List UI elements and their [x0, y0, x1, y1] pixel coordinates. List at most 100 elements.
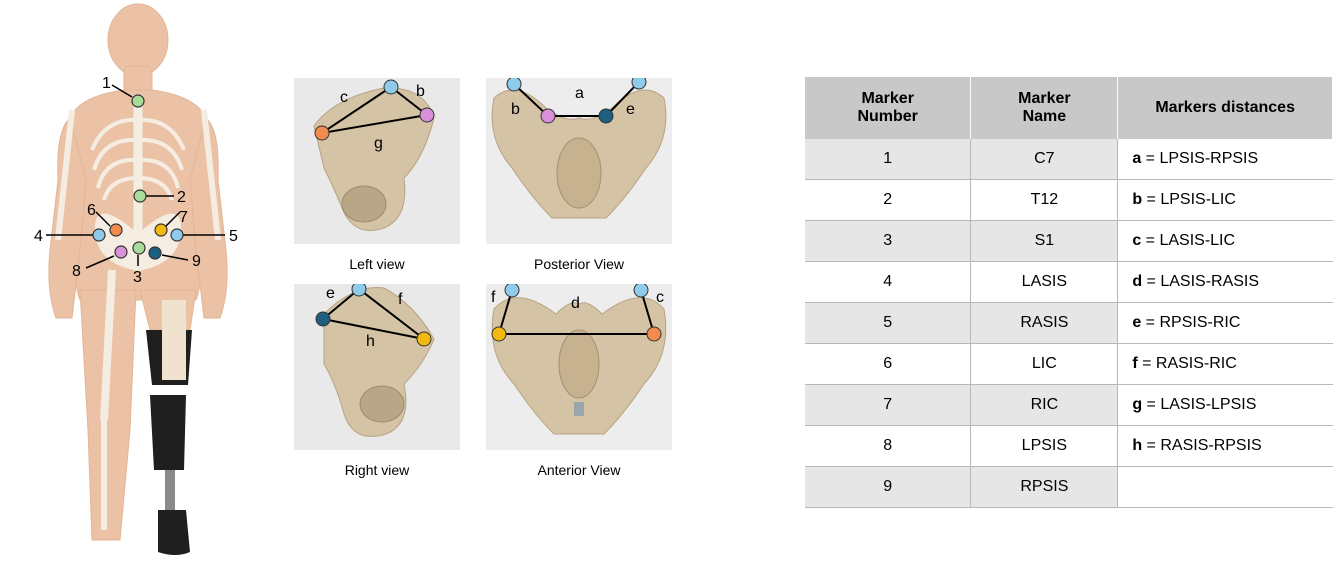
- marker-name-cell: RIC: [971, 385, 1118, 426]
- marker-number-cell: 4: [805, 262, 971, 303]
- left-view-lasis-marker: [315, 126, 329, 140]
- anterior-view-lic-marker: [634, 284, 648, 297]
- anterior-view-image: f d c: [486, 284, 672, 450]
- posterior-view-label-a: a: [575, 85, 584, 102]
- marker-distance-cell: c = LASIS-LIC: [1118, 221, 1333, 262]
- marker-distance-cell: b = LPSIS-LIC: [1118, 180, 1333, 221]
- marker-distance-cell: d = LASIS-RASIS: [1118, 262, 1333, 303]
- right-view-image: e f h: [294, 284, 460, 450]
- header-marker-name-line2: Name: [1023, 108, 1067, 125]
- right-view-label-f: f: [398, 291, 403, 308]
- left-view-lpsis-marker: [420, 108, 434, 122]
- table-header-row: MarkerNumber MarkerName Markers distance…: [805, 77, 1333, 139]
- posterior-view-ric-marker: [632, 78, 646, 89]
- header-marker-distances: Markers distances: [1118, 77, 1333, 139]
- marker-name-cell: LIC: [971, 344, 1118, 385]
- distance-key: b: [1132, 191, 1142, 208]
- marker-8: [115, 246, 127, 258]
- right-view-rpsis-marker: [316, 312, 330, 326]
- anterior-view-label-d: d: [571, 295, 580, 312]
- posterior-view-caption: Posterior View: [499, 256, 659, 272]
- marker-name-cell: S1: [971, 221, 1118, 262]
- marker-number-cell: 6: [805, 344, 971, 385]
- distance-key: h: [1132, 437, 1142, 454]
- marker-label-3: 3: [133, 269, 142, 286]
- anterior-view-label-c: c: [656, 289, 664, 306]
- marker-distance-cell: [1118, 467, 1333, 508]
- distance-value: = LASIS-LPSIS: [1142, 396, 1256, 413]
- table-row: 8LPSIS h = RASIS-RPSIS: [805, 426, 1333, 467]
- table-body: 1C7a = LPSIS-RPSIS2T12b = LPSIS-LIC3S1c …: [805, 139, 1333, 508]
- header-marker-name-line1: Marker: [1018, 90, 1070, 107]
- marker-distance-cell: f = RASIS-RIC: [1118, 344, 1333, 385]
- marker-label-5: 5: [229, 228, 238, 245]
- marker-name-cell: LASIS: [971, 262, 1118, 303]
- marker-label-6: 6: [87, 202, 96, 219]
- marker-name-cell: T12: [971, 180, 1118, 221]
- anterior-view-lasis-marker: [647, 327, 661, 341]
- anterior-view-caption: Anterior View: [499, 462, 659, 478]
- marker-7: [155, 224, 167, 236]
- left-view-label-b: b: [416, 83, 425, 100]
- table-row: 9RPSIS: [805, 467, 1333, 508]
- marker-label-9: 9: [192, 253, 201, 270]
- header-marker-number-line2: Number: [857, 108, 917, 125]
- table-row: 4LASISd = LASIS-RASIS: [805, 262, 1333, 303]
- distance-value: = LPSIS-RPSIS: [1141, 150, 1258, 167]
- marker-number-cell: 8: [805, 426, 971, 467]
- left-view-label-g: g: [374, 135, 383, 152]
- distance-key: g: [1132, 396, 1142, 413]
- distance-key: e: [1132, 314, 1141, 331]
- posterior-view-image: a b e: [486, 78, 672, 244]
- left-view-image: c b g: [294, 78, 460, 244]
- marker-label-7: 7: [179, 209, 188, 226]
- distance-value: = RASIS-RIC: [1138, 355, 1237, 372]
- posterior-view-label-e: e: [626, 101, 635, 118]
- marker-label-8: 8: [72, 263, 81, 280]
- right-view-label-h: h: [366, 333, 375, 350]
- table-row: 1C7a = LPSIS-RPSIS: [805, 139, 1333, 180]
- marker-4: [93, 229, 105, 241]
- marker-name-cell: C7: [971, 139, 1118, 180]
- distance-value: = LPSIS-LIC: [1142, 191, 1236, 208]
- distance-value: = LASIS-RASIS: [1142, 273, 1259, 290]
- right-view-rasis-marker: [417, 332, 431, 346]
- marker-number-cell: 7: [805, 385, 971, 426]
- right-view-caption: Right view: [297, 462, 457, 478]
- posterior-view-label-b: b: [511, 101, 520, 118]
- table-row: 3S1c = LASIS-LIC: [805, 221, 1333, 262]
- distance-value: = RASIS-RPSIS: [1142, 437, 1262, 454]
- table-row: 7RICg = LASIS-LPSIS: [805, 385, 1333, 426]
- marker-distance-cell: e = RPSIS-RIC: [1118, 303, 1333, 344]
- posterior-view-lic-marker: [507, 78, 521, 91]
- table-row: 6LICf = RASIS-RIC: [805, 344, 1333, 385]
- marker-name-cell: RASIS: [971, 303, 1118, 344]
- marker-number-cell: 2: [805, 180, 971, 221]
- anterior-view-rasis-marker: [492, 327, 506, 341]
- right-view-ric-marker: [352, 284, 366, 296]
- marker-table: MarkerNumber MarkerName Markers distance…: [805, 77, 1333, 508]
- header-marker-number-line1: Marker: [861, 90, 913, 107]
- marker-1: [132, 95, 144, 107]
- distance-key: c: [1132, 232, 1141, 249]
- table-row: 2T12b = LPSIS-LIC: [805, 180, 1333, 221]
- marker-number-cell: 1: [805, 139, 971, 180]
- marker-name-cell: LPSIS: [971, 426, 1118, 467]
- distance-key: a: [1132, 150, 1141, 167]
- marker-6: [110, 224, 122, 236]
- posterior-view-lpsis-marker: [541, 109, 555, 123]
- body-figure: 1 2 3 4 5 6 7 8 9: [0, 0, 250, 561]
- header-marker-name: MarkerName: [971, 77, 1118, 139]
- marker-label-1: 1: [102, 75, 111, 92]
- left-view-label-c: c: [340, 89, 348, 106]
- marker-9: [149, 247, 161, 259]
- marker-distance-cell: g = LASIS-LPSIS: [1118, 385, 1333, 426]
- marker-label-2: 2: [177, 189, 186, 206]
- header-marker-number: MarkerNumber: [805, 77, 971, 139]
- marker-5: [171, 229, 183, 241]
- table-row: 5RASISe = RPSIS-RIC: [805, 303, 1333, 344]
- marker-distance-cell: a = LPSIS-RPSIS: [1118, 139, 1333, 180]
- anterior-view-label-f: f: [491, 289, 496, 306]
- marker-number-cell: 3: [805, 221, 971, 262]
- right-view-label-e: e: [326, 285, 335, 302]
